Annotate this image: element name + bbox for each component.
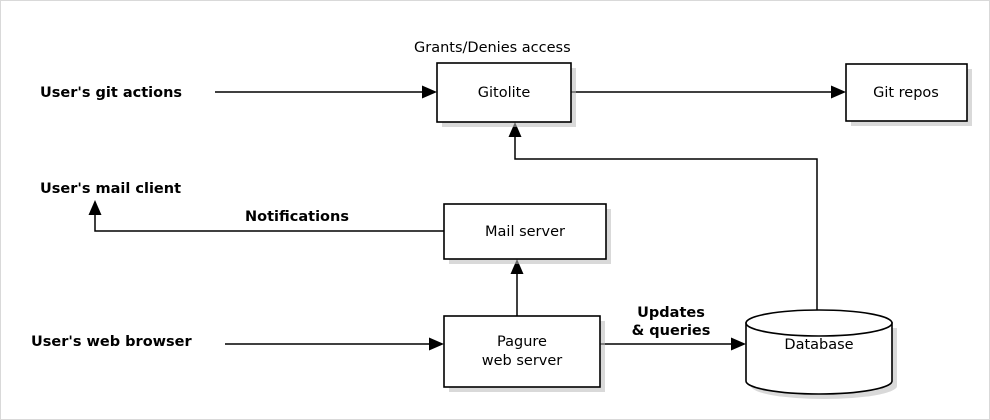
edge-mail-server-to-mail-client (88, 200, 444, 232)
edge-line (94, 213, 444, 232)
label-users-web-browser: User's web browser (31, 334, 193, 350)
edge-gitolite-to-git-repos (571, 85, 846, 99)
node-git-repos[interactable]: Git repos (845, 63, 972, 126)
edge-pagure-web-to-mail-server (510, 259, 524, 316)
node-label-line2: web server (482, 353, 563, 369)
label-grants-denies-access: Grants/Denies access (414, 40, 571, 56)
arrowhead-icon (429, 337, 444, 351)
edge-pagure-web-to-database (600, 337, 746, 351)
node-pagure-web-server[interactable]: Pagure web server (443, 315, 605, 392)
label-updates-line1: Updates (637, 305, 705, 321)
edge-database-to-gitolite (508, 122, 818, 313)
arrowhead-icon (731, 337, 746, 351)
arrowhead-icon (831, 85, 846, 99)
node-rect (443, 203, 607, 260)
node-database[interactable]: Database (745, 309, 897, 399)
label-users-mail-client: User's mail client (40, 181, 181, 197)
edge-web-browser-to-pagure-web (225, 337, 444, 351)
node-rect (845, 63, 968, 122)
node-label: Gitolite (478, 85, 531, 101)
cylinder-body (745, 322, 893, 395)
label-updates-line2: & queries (632, 323, 711, 339)
label-notifications: Notifications (245, 209, 349, 225)
node-gitolite[interactable]: Gitolite (436, 62, 576, 127)
node-label: Git repos (873, 85, 939, 101)
node-label-line1: Pagure (497, 334, 547, 350)
edge-git-actions-to-gitolite (215, 85, 437, 99)
cylinder-top (745, 309, 893, 337)
node-label: Database (784, 337, 853, 353)
node-rect (443, 315, 601, 388)
arrowhead-icon (510, 259, 524, 274)
arrowhead-icon (422, 85, 437, 99)
label-users-git-actions: User's git actions (40, 85, 182, 101)
node-rect (436, 62, 572, 123)
arrowhead-icon (88, 200, 102, 215)
edge-line (514, 134, 818, 313)
arrowhead-icon (508, 122, 522, 137)
node-label: Mail server (485, 224, 565, 240)
node-mail-server[interactable]: Mail server (443, 203, 611, 264)
